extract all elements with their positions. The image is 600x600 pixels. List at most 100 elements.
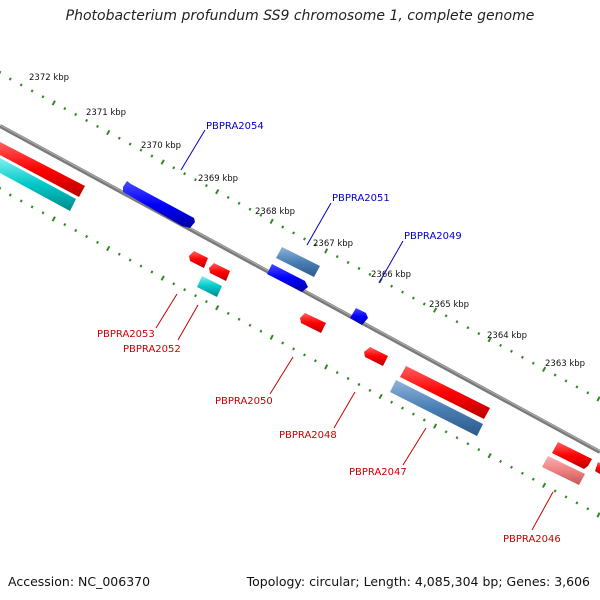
major-scale-tick <box>106 245 111 252</box>
minor-scale-tick <box>139 148 143 152</box>
gene-label-pbpra2053[interactable]: PBPRA2053 <box>97 329 155 340</box>
minor-scale-tick <box>520 471 524 475</box>
gene-arrow-cyan-left[interactable] <box>0 158 76 211</box>
major-scale-tick <box>596 396 600 402</box>
gene-arrow-red-a[interactable] <box>400 366 490 419</box>
minor-scale-tick <box>346 260 350 265</box>
gene-label-pbpra2052[interactable]: PBPRA2052 <box>123 344 181 355</box>
minor-scale-tick <box>281 341 285 345</box>
major-scale-tick <box>51 216 56 222</box>
minor-scale-tick <box>63 223 67 227</box>
minor-scale-tick <box>313 243 317 247</box>
gene-arrow-pbpra2054[interactable] <box>123 181 195 228</box>
minor-scale-tick <box>41 211 45 215</box>
minor-scale-tick <box>303 237 306 241</box>
major-scale-tick <box>106 129 111 136</box>
minor-scale-tick <box>510 465 513 469</box>
major-scale-tick <box>324 364 329 370</box>
minor-scale-tick <box>368 272 372 276</box>
minor-scale-tick <box>586 391 590 395</box>
minor-scale-tick <box>150 270 154 274</box>
gene-arrow-pbpra2049[interactable] <box>350 308 368 325</box>
minor-scale-tick <box>172 282 176 286</box>
minor-scale-tick <box>63 107 67 111</box>
gene-label-pbpra2048[interactable]: PBPRA2048 <box>279 430 337 441</box>
gene-arrow-pbpra2051[interactable] <box>276 247 320 277</box>
minor-scale-tick <box>575 385 579 389</box>
gene-label-pbpra2051[interactable]: PBPRA2051 <box>332 193 390 204</box>
major-scale-tick <box>160 159 165 165</box>
reverse-scale-ticks <box>0 186 600 518</box>
scale-label: 2369 kbp <box>198 174 238 184</box>
major-scale-tick <box>160 275 165 281</box>
scale-label: 2368 kbp <box>255 207 295 217</box>
minor-scale-tick <box>41 95 45 99</box>
gene-label-pbpra2046[interactable]: PBPRA2046 <box>503 534 561 545</box>
minor-scale-tick <box>74 112 78 117</box>
minor-scale-tick <box>172 166 176 170</box>
gene-label-pbpra2050[interactable]: PBPRA2050 <box>215 396 273 407</box>
major-scale-tick <box>433 423 438 429</box>
gene-arrow-pbpra2047[interactable] <box>390 380 483 436</box>
minor-scale-tick <box>390 400 394 404</box>
minor-scale-tick <box>150 154 154 158</box>
major-scale-tick <box>378 393 383 400</box>
minor-scale-tick <box>564 495 568 499</box>
major-scale-tick <box>324 248 329 254</box>
minor-scale-tick <box>401 290 404 294</box>
gene-arrow-pbpra2048[interactable] <box>364 347 388 366</box>
minor-scale-tick <box>194 294 197 298</box>
minor-scale-tick <box>346 376 350 381</box>
forward-scale-ticks <box>0 70 600 402</box>
major-scale-tick <box>215 189 220 195</box>
minor-scale-tick <box>128 258 132 262</box>
gene-arrow-pbpra2053[interactable] <box>189 251 208 268</box>
minor-scale-tick <box>117 252 121 256</box>
label-leader-pbpra2054 <box>180 129 206 171</box>
minor-scale-tick <box>117 136 121 140</box>
minor-scale-tick <box>30 205 34 209</box>
scale-label: 2363 kbp <box>545 359 585 369</box>
gene-arrow-red-b[interactable] <box>552 442 592 469</box>
gene-arrow-pbpra2046[interactable] <box>542 456 585 485</box>
gene-arrow-blue-a[interactable] <box>267 264 308 292</box>
minor-scale-tick <box>455 436 459 440</box>
minor-scale-tick <box>183 288 187 292</box>
minor-scale-tick <box>237 201 241 205</box>
minor-scale-tick <box>520 355 524 359</box>
gene-arrow-red-left[interactable] <box>0 142 85 197</box>
scale-label: 2366 kbp <box>371 270 411 280</box>
gene-arrow-red-d[interactable] <box>209 263 230 281</box>
major-scale-tick <box>0 70 2 75</box>
major-scale-tick <box>433 307 438 313</box>
gene-label-pbpra2049[interactable]: PBPRA2049 <box>404 231 462 242</box>
gene-label-pbpra2047[interactable]: PBPRA2047 <box>349 467 407 478</box>
label-leader-pbpra2049 <box>378 240 404 284</box>
minor-scale-tick <box>390 284 394 288</box>
minor-scale-tick <box>335 371 339 375</box>
minor-scale-tick <box>357 266 361 271</box>
minor-scale-tick <box>411 296 415 300</box>
minor-scale-tick <box>19 199 23 203</box>
map-title: Photobacterium profundum SS9 chromosome … <box>65 8 535 24</box>
major-scale-tick <box>51 100 56 106</box>
label-leader-pbpra2053 <box>155 293 178 329</box>
gene-arrow-pbpra2050[interactable] <box>300 313 326 333</box>
major-scale-tick <box>596 512 600 518</box>
minor-scale-tick <box>313 359 317 363</box>
minor-scale-tick <box>575 501 579 505</box>
minor-scale-tick <box>74 228 78 233</box>
minor-scale-tick <box>139 264 143 268</box>
minor-scale-tick <box>499 459 503 463</box>
scale-label: 2364 kbp <box>487 331 527 341</box>
gene-arrow-pbpra2052[interactable] <box>197 276 222 297</box>
gene-arrow-red-c[interactable] <box>595 462 600 474</box>
label-leader-pbpra2051 <box>306 202 332 246</box>
minor-scale-tick <box>128 142 132 146</box>
minor-scale-tick <box>96 240 99 244</box>
minor-scale-tick <box>335 255 339 259</box>
minor-scale-tick <box>204 184 208 188</box>
major-scale-tick <box>542 482 547 488</box>
gene-label-pbpra2054[interactable]: PBPRA2054 <box>206 121 264 132</box>
